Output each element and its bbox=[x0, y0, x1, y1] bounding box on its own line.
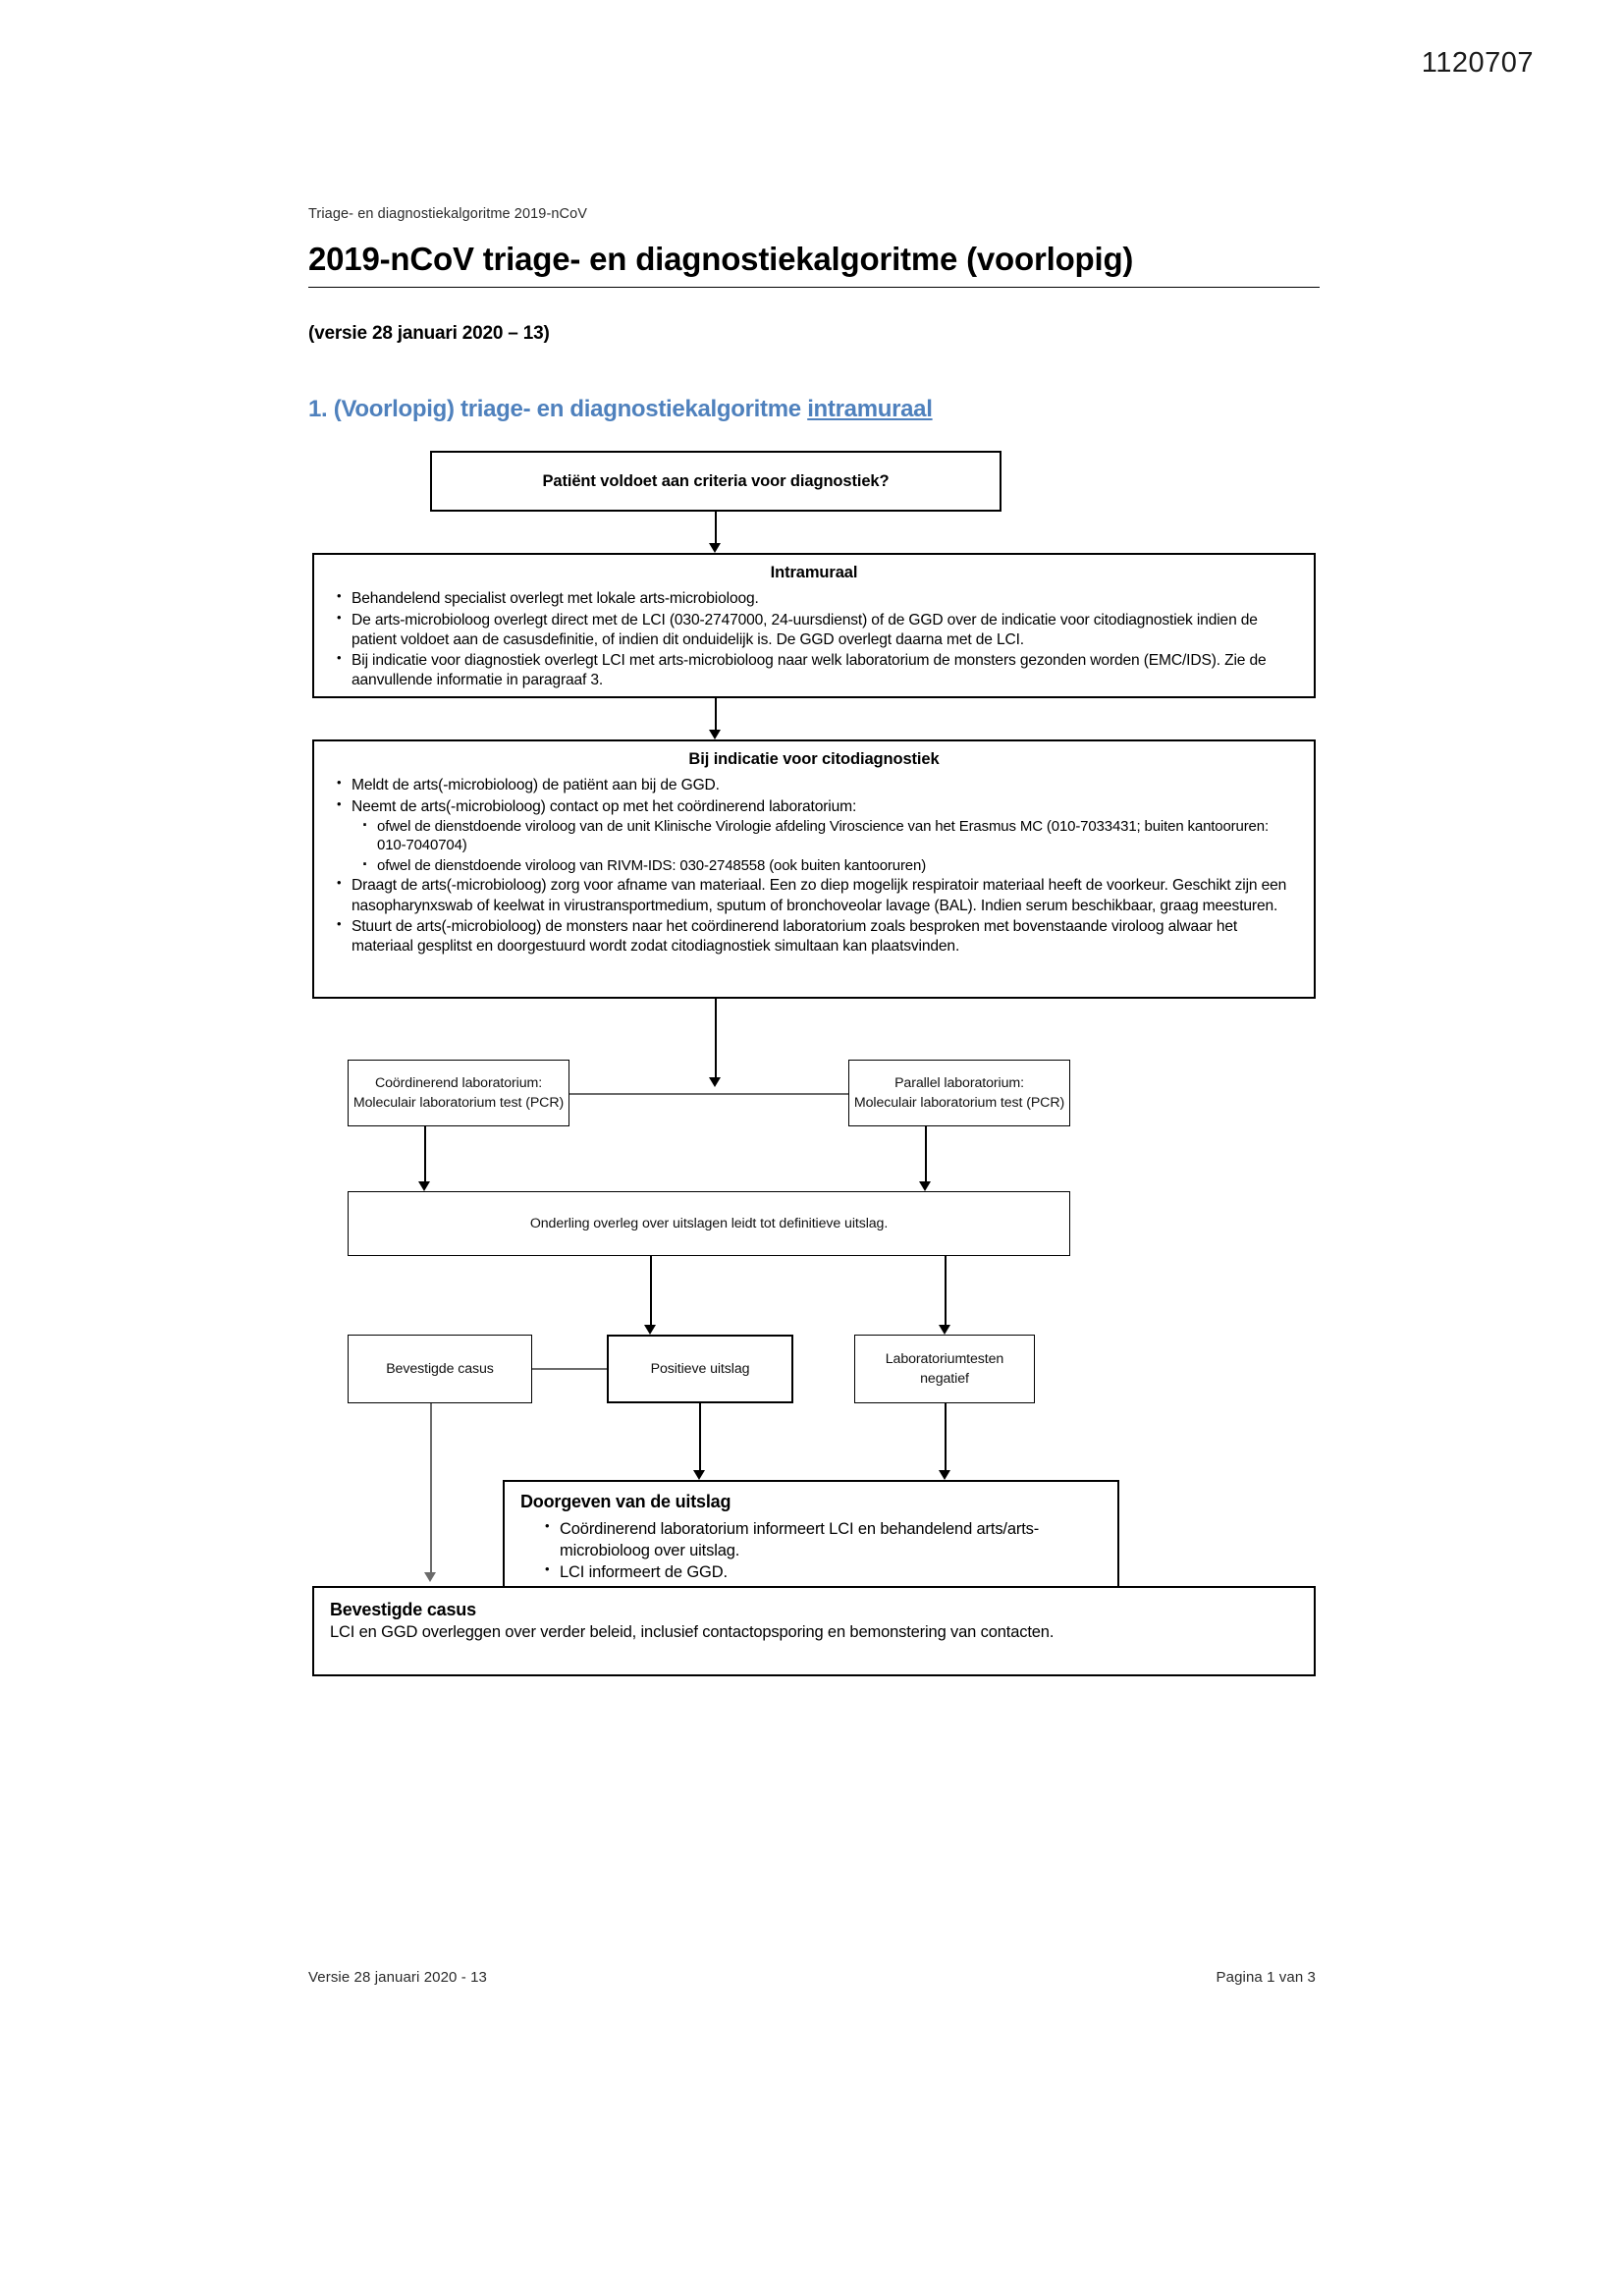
flow-node-intramuraal-title: Intramuraal bbox=[770, 564, 858, 582]
flow-node-criteria: Patiënt voldoet aan criteria voor diagno… bbox=[430, 451, 1001, 513]
list-item: Stuurt de arts(-microbioloog) de monster… bbox=[337, 916, 1298, 957]
flow-node-coordinerend-lab-text: Coördinerend laboratorium: Moleculair la… bbox=[353, 1073, 564, 1113]
connector-bevestigde-to-positief bbox=[532, 1368, 607, 1370]
flow-node-citodiagnostiek-list: Meldt de arts(-microbioloog) de patiënt … bbox=[330, 775, 1298, 957]
connector-bevestigde-to-final bbox=[430, 1403, 432, 1579]
connector-positief-to-doorgeven bbox=[699, 1403, 701, 1477]
flow-node-intramuraal-list: Behandelend specialist overlegt met loka… bbox=[330, 588, 1298, 691]
flow-node-onderling-overleg-text: Onderling overleg over uitslagen leidt t… bbox=[529, 1216, 889, 1232]
page-footer: Versie 28 januari 2020 - 13 Pagina 1 van… bbox=[308, 1969, 1316, 1986]
negatief-line2: negatief bbox=[920, 1371, 969, 1388]
arrowhead-parallellab-to-overleg bbox=[919, 1181, 931, 1192]
triage-flowchart: Patiënt voldoet aan criteria voor diagno… bbox=[308, 433, 1320, 1677]
list-item: Coördinerend laboratorium informeert LCI… bbox=[545, 1518, 1102, 1561]
document-content: Triage- en diagnostiekalgoritme 2019-nCo… bbox=[308, 206, 1320, 1677]
arrowhead-bevestigde-to-final bbox=[424, 1572, 436, 1583]
section-heading-1: 1. (Voorlopig) triage- en diagnostiekalg… bbox=[308, 396, 1320, 423]
connector-negatief-to-doorgeven bbox=[945, 1403, 947, 1477]
list-item: Meldt de arts(-microbioloog) de patiënt … bbox=[337, 775, 1298, 795]
section-heading-emphasis: intramuraal bbox=[807, 396, 933, 423]
section-heading-lead: 1. (Voorlopig) triage- en diagnostiekalg… bbox=[308, 396, 808, 423]
flow-node-doorgeven-uitslag-title: Doorgeven van de uitslag bbox=[520, 1492, 731, 1512]
arrowhead-overleg-to-negatief bbox=[939, 1325, 950, 1336]
arrowhead-overleg-to-positief bbox=[644, 1325, 656, 1336]
flow-node-coordinerend-lab: Coördinerend laboratorium: Moleculair la… bbox=[348, 1060, 569, 1127]
arrowhead-intramuraal-to-cito bbox=[709, 730, 721, 740]
list-item: Behandelend specialist overlegt met loka… bbox=[337, 588, 1298, 609]
flow-node-bevestigde-casus-small-text: Bevestigde casus bbox=[386, 1361, 494, 1378]
flow-node-intramuraal: Intramuraal Behandelend specialist overl… bbox=[312, 553, 1316, 699]
flow-node-citodiagnostiek-title: Bij indicatie voor citodiagnostiek bbox=[688, 750, 940, 769]
parallel-lab-line1: Parallel laboratorium: bbox=[894, 1075, 1024, 1092]
flow-node-bevestigde-casus-final: Bevestigde casus LCI en GGD overleggen o… bbox=[312, 1586, 1316, 1677]
list-item: LCI informeert de GGD. bbox=[545, 1561, 1102, 1583]
sub-list-item: ofwel de dienstdoende viroloog van de un… bbox=[362, 814, 1298, 855]
negatief-line1: Laboratoriumtesten bbox=[885, 1351, 1004, 1368]
flow-node-bevestigde-casus-final-title: Bevestigde casus bbox=[330, 1600, 476, 1620]
flow-node-laboratoriumtesten-negatief: Laboratoriumtesten negatief bbox=[854, 1335, 1035, 1404]
arrowhead-positief-to-doorgeven bbox=[693, 1470, 705, 1481]
connector-criteria-to-intramuraal bbox=[715, 512, 717, 550]
connector-cito-down bbox=[715, 999, 717, 1084]
flow-node-bevestigde-casus-small: Bevestigde casus bbox=[348, 1335, 532, 1404]
footer-version: Versie 28 januari 2020 - 13 bbox=[308, 1969, 487, 1986]
flow-node-parallel-lab: Parallel laboratorium: Moleculair labora… bbox=[848, 1060, 1070, 1127]
flow-node-criteria-title: Patiënt voldoet aan criteria voor diagno… bbox=[542, 471, 890, 490]
coordinerend-lab-line1: Coördinerend laboratorium: bbox=[374, 1075, 543, 1092]
version-line: (versie 28 januari 2020 – 13) bbox=[308, 323, 550, 345]
flow-node-parallel-lab-text: Parallel laboratorium: Moleculair labora… bbox=[854, 1073, 1064, 1113]
list-item: Draagt de arts(-microbioloog) zorg voor … bbox=[337, 875, 1298, 916]
connector-lab-crossbar bbox=[562, 1093, 856, 1095]
flow-node-positieve-uitslag-text: Positieve uitslag bbox=[650, 1361, 750, 1378]
connector-coordlab-to-overleg bbox=[424, 1126, 426, 1188]
flow-node-laboratoriumtesten-negatief-text: Laboratoriumtesten negatief bbox=[885, 1349, 1004, 1389]
connector-parallellab-to-overleg bbox=[925, 1126, 927, 1188]
list-item: Neemt de arts(-microbioloog) contact op … bbox=[337, 796, 1298, 876]
sub-list-item: ofwel de dienstdoende viroloog van RIVM-… bbox=[362, 853, 1298, 876]
arrowhead-coordlab-to-overleg bbox=[418, 1181, 430, 1192]
page-corner-id: 1120707 bbox=[1421, 47, 1534, 79]
flow-node-doorgeven-uitslag: Doorgeven van de uitslag Coördinerend la… bbox=[503, 1480, 1119, 1593]
flow-node-positieve-uitslag: Positieve uitslag bbox=[607, 1335, 793, 1404]
flow-node-doorgeven-uitslag-list: Coördinerend laboratorium informeert LCI… bbox=[520, 1518, 1102, 1583]
flow-node-citodiagnostiek: Bij indicatie voor citodiagnostiek Meldt… bbox=[312, 739, 1316, 1000]
list-item-text: Neemt de arts(-microbioloog) contact op … bbox=[352, 797, 857, 815]
flow-node-citodiagnostiek-sublist: ofwel de dienstdoende viroloog van de un… bbox=[352, 814, 1298, 876]
arrowhead-negatief-to-doorgeven bbox=[939, 1470, 950, 1481]
arrowhead-criteria-to-intramuraal bbox=[709, 543, 721, 554]
connector-overleg-to-negatief bbox=[945, 1256, 947, 1332]
arrowhead-cito-down bbox=[709, 1077, 721, 1088]
page-title: 2019-nCoV triage- en diagnostiekalgoritm… bbox=[308, 241, 1134, 277]
title-divider bbox=[308, 287, 1320, 289]
list-item: De arts-microbioloog overlegt direct met… bbox=[337, 610, 1298, 651]
connector-overleg-to-positief bbox=[650, 1256, 652, 1332]
flow-node-onderling-overleg: Onderling overleg over uitslagen leidt t… bbox=[348, 1191, 1070, 1257]
flow-node-bevestigde-casus-final-text: LCI en GGD overleggen over verder beleid… bbox=[330, 1623, 1055, 1642]
connector-intramuraal-to-cito bbox=[715, 698, 717, 737]
footer-pagination: Pagina 1 van 3 bbox=[1216, 1969, 1316, 1986]
list-item: Bij indicatie voor diagnostiek overlegt … bbox=[337, 650, 1298, 691]
coordinerend-lab-line2: Moleculair laboratorium test (PCR) bbox=[352, 1095, 565, 1112]
running-head: Triage- en diagnostiekalgoritme 2019-nCo… bbox=[308, 206, 588, 222]
parallel-lab-line2: Moleculair laboratorium test (PCR) bbox=[853, 1095, 1065, 1112]
